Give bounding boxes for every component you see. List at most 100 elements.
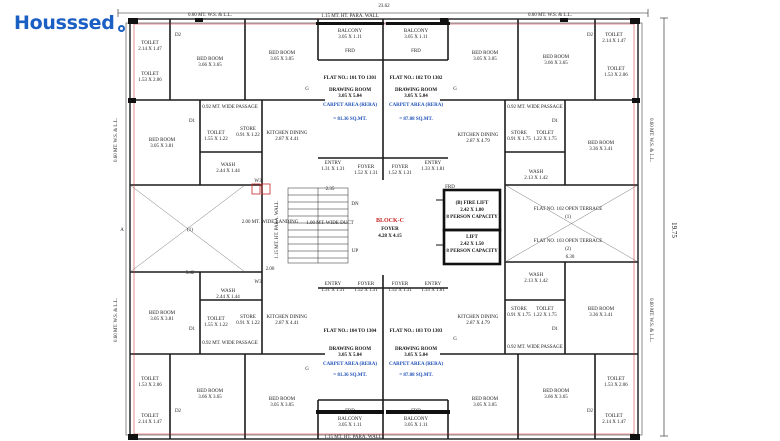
store-size: 0.91 X 1.22: [236, 133, 260, 138]
bed-room-name: BED ROOM: [472, 397, 499, 402]
toilet-size: 1.53 X 2.06: [138, 78, 162, 83]
wash-size: 2.44 X 1.44: [216, 295, 240, 300]
core-foyer-size: 4.28 X 4.15: [378, 234, 402, 239]
wash-name: WASH: [529, 170, 544, 175]
entry-name: ENTRY: [325, 161, 342, 166]
toilet-size: 1.22 X 1.75: [533, 137, 557, 142]
carpet-area-value: = 87.08 SQ.MT.: [399, 373, 433, 378]
bed-room-name: BED ROOM: [197, 389, 224, 394]
lift-capacity: ( 8 PERSON CAPACITY ): [444, 249, 501, 254]
foyer-size: 1.52 X 1.31: [354, 171, 378, 176]
wash-name: WASH: [221, 163, 236, 168]
bed-room-size: 3.05 X 3.05: [270, 57, 294, 62]
carpet-area-label: CARPET AREA (RERA): [323, 362, 377, 367]
top-wsl-label-right: 0.60 MT. W.S. & L.L.: [528, 13, 572, 18]
dimension-630: 6.30: [566, 255, 575, 260]
frd-marker: FRD: [345, 409, 355, 414]
entry-size: 1.33 X 1.81: [421, 167, 445, 172]
door-marker: D2: [587, 33, 594, 38]
frd-marker: FRD: [345, 49, 355, 54]
bed-room-name: BED ROOM: [197, 57, 224, 62]
toilet-name: TOILET: [607, 67, 624, 72]
bed-room-name: BED ROOM: [149, 138, 176, 143]
toilet-name: TOILET: [207, 317, 224, 322]
balcony-name: BALCONY: [338, 417, 363, 422]
bed-room-size: 3.05 X 3.81: [150, 144, 174, 149]
g-marker: G: [453, 87, 457, 92]
balcony-name: BALCONY: [404, 417, 429, 422]
marker-two: (2): [565, 247, 571, 252]
balcony-size: 3.05 X 1.11: [404, 35, 428, 40]
foyer-name: FOYER: [358, 165, 375, 170]
foyer-size: 1.52 X 1.31: [354, 288, 378, 293]
lift-core: [436, 188, 502, 266]
entry-size: 1.31 X 1.31: [321, 288, 345, 293]
bed-room-size: 3.05 X 3.05: [473, 403, 497, 408]
frd-marker: FRD: [411, 49, 421, 54]
bed-room-size: 3.66 X 3.65: [198, 395, 222, 400]
door-marker: D2: [587, 409, 594, 414]
stair-down-label: DN: [351, 202, 359, 207]
fire-lift-name: (B) FIRE LIFT: [456, 201, 489, 206]
flat-number: FLAT NO.: 103 TO 1303: [390, 329, 443, 334]
toilet-name: TOILET: [536, 307, 553, 312]
kitchen-name: KITCHEN DINING: [458, 315, 499, 320]
logo-dot-icon: [117, 24, 125, 32]
flat-number: FLAT NO.: 104 TO 1304: [324, 329, 377, 334]
toilet-size: 1.53 X 2.06: [138, 383, 162, 388]
flat-room: DRAWING ROOM: [395, 88, 437, 93]
wash-size: 2.13 X 1.42: [524, 279, 548, 284]
toilet-name: TOILET: [607, 377, 624, 382]
housssed-logo[interactable]: Housssed: [14, 12, 125, 34]
bed-room-name: BED ROOM: [588, 307, 615, 312]
flat-room-size: 3.05 X 5.04: [404, 353, 428, 358]
store-name: STORE: [511, 307, 527, 312]
bed-room-size: 3.66 X 3.65: [544, 61, 568, 66]
carpet-area-value: = 87.08 SQ.MT.: [399, 117, 433, 122]
wash-name: WASH: [221, 289, 236, 294]
wash-size: 2.13 X 1.42: [524, 176, 548, 181]
g-marker: G: [453, 337, 457, 342]
toilet-size: 2.14 X 1.47: [602, 39, 626, 44]
door-marker: D1: [552, 327, 559, 332]
columns: [128, 18, 640, 440]
staircase: [287, 187, 349, 264]
left-wsl-label: 0.60 MT. W.S. & L.L.: [114, 118, 119, 162]
carpet-area-label: CARPET AREA (RERA): [323, 103, 377, 108]
brand-name: Housssed: [14, 12, 115, 34]
passage-label: 0.92 MT. WIDE PASSAGE: [202, 341, 258, 346]
toilet-name: TOILET: [605, 414, 622, 419]
store-name: STORE: [240, 315, 256, 320]
foyer-size: 1.52 X 1.31: [388, 171, 412, 176]
bed-room-size: 3.66 X 3.65: [198, 63, 222, 68]
passage-label: 0.92 MT. WIDE PASSAGE: [507, 105, 563, 110]
g-marker: G: [305, 367, 309, 372]
toilet-name: TOILET: [141, 72, 158, 77]
bottom-para-wall-label: 1.15 MT. HT. PARA. WALL: [324, 435, 382, 440]
marker-one: (1): [187, 228, 193, 233]
right-wsl-label: 0.60 MT. W.S. & L.L.: [648, 298, 653, 342]
stair-up-label: UP: [352, 249, 359, 254]
bed-room-name: BED ROOM: [588, 141, 615, 146]
store-name: STORE: [511, 131, 527, 136]
core-foyer-name: FOYER: [381, 227, 399, 232]
store-size: 0.91 X 1.75: [507, 313, 531, 318]
landing-label: 2.00 MT. WIDE LANDING: [242, 220, 299, 225]
bed-room-name: BED ROOM: [269, 51, 296, 56]
wash-size: 2.44 X 1.44: [216, 169, 240, 174]
fire-lift-capacity: ( 8 PERSON CAPACITY ): [444, 215, 501, 220]
flat-room-size: 3.05 X 5.04: [338, 353, 362, 358]
toilet-size: 2.14 X 1.47: [602, 420, 626, 425]
carpet-area-value: = 81.36 SQ.MT.: [333, 117, 367, 122]
entry-size: 1.31 X 1.31: [321, 167, 345, 172]
entry-name: ENTRY: [325, 282, 342, 287]
toilet-name: TOILET: [536, 131, 553, 136]
wash-name: WASH: [529, 273, 544, 278]
bed-room-size: 3.05 X 3.05: [473, 57, 497, 62]
bed-room-name: BED ROOM: [149, 311, 176, 316]
walls: [130, 19, 638, 439]
dimension-542: 5.42: [186, 271, 195, 276]
fire-lift-size: 2.42 X 1.80: [460, 208, 484, 213]
section-marker-a: A: [120, 228, 124, 233]
door-marker: D2: [175, 33, 182, 38]
